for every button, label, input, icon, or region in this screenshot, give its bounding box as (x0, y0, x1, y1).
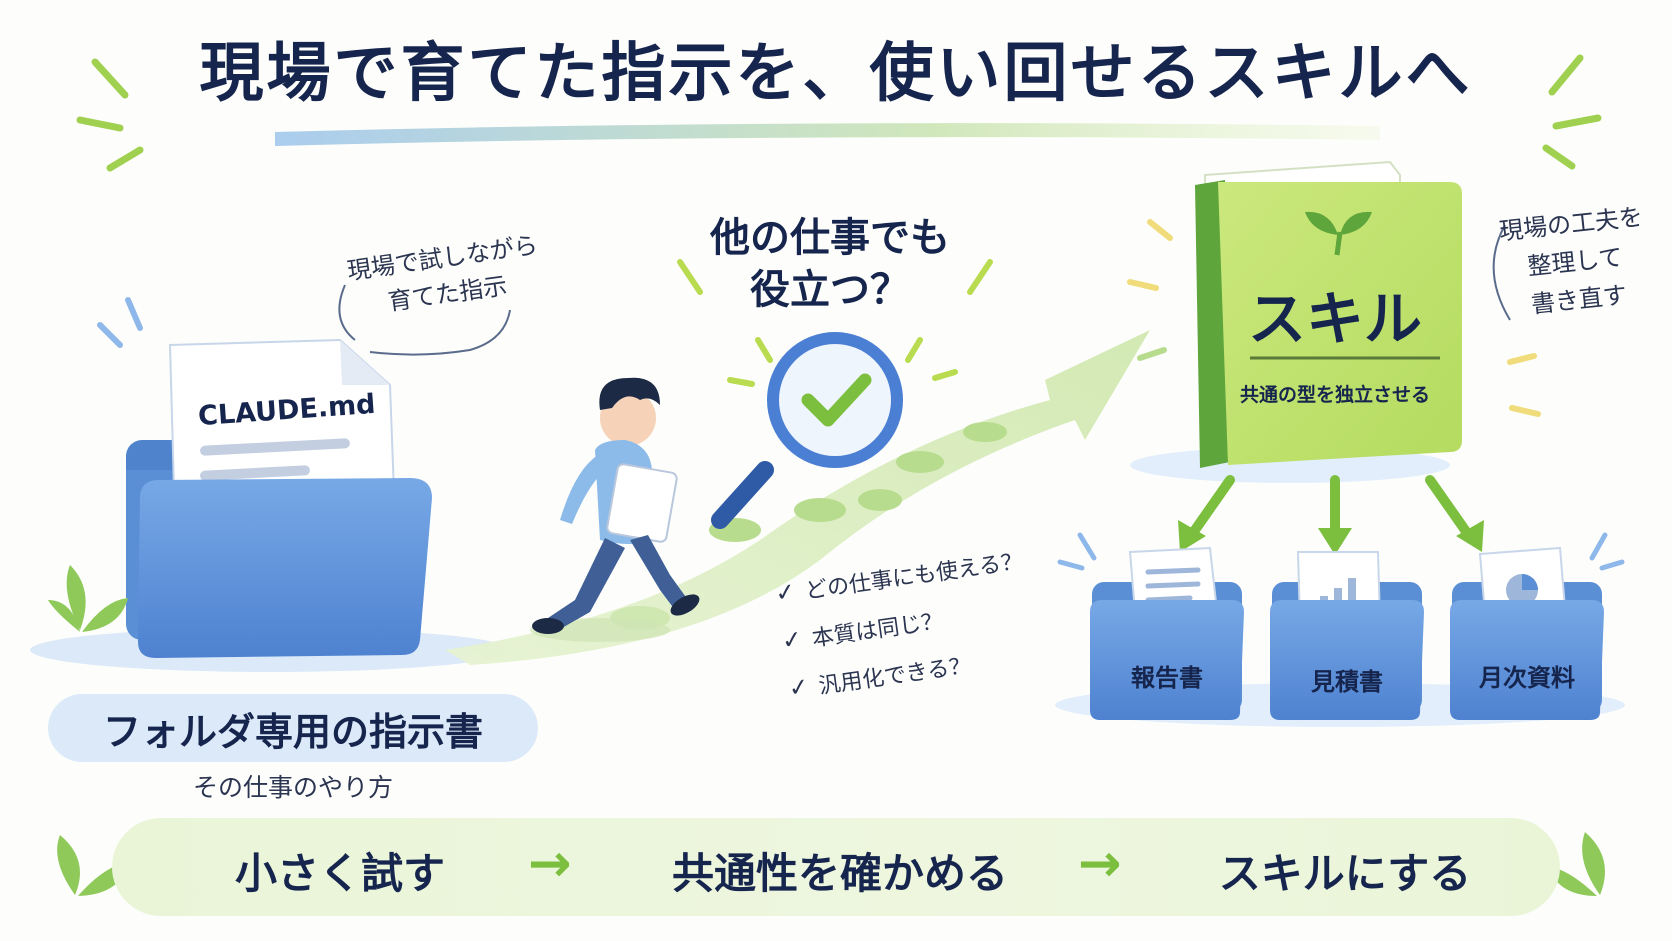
folder-front (138, 478, 432, 658)
step-arrow-icon: → (528, 834, 572, 894)
book-icon (1195, 160, 1462, 468)
arrow-icon (1190, 475, 1470, 535)
sprout-icon (48, 565, 128, 632)
right-note: 現場の工夫を 整理して 書き直す (1494, 197, 1655, 326)
left-label-sub: その仕事のやり方 (192, 773, 393, 802)
note-curve-left (369, 309, 511, 356)
note-tail-left (338, 284, 356, 341)
skill-book-title: スキル (1247, 285, 1422, 353)
output-folder-icon-3 (1450, 546, 1604, 720)
bottom-sprout-right (1548, 832, 1605, 896)
pie-chart-icon (1506, 574, 1538, 606)
left-label-main: フォルダ専用の指示書 (48, 694, 538, 762)
output-folder-icon-1 (1090, 546, 1244, 720)
magnifier-sparkles (677, 259, 993, 387)
output-label-monthly: 月次資料 (1479, 664, 1575, 692)
title-sparkles (76, 54, 1602, 172)
process-bar (112, 818, 1560, 916)
check-icon: ✓ (780, 624, 804, 656)
folder-sparkles (97, 297, 143, 348)
step-arrow-icon: → (1078, 834, 1122, 894)
magnifier-check-icon (711, 332, 903, 529)
person-walking-icon (530, 377, 700, 642)
output-label-estimate: 見積書 (1311, 668, 1383, 696)
step-2: 共通性を確かめる (671, 849, 1008, 898)
title-underline (275, 123, 1380, 146)
small-folder-sparkles (1057, 532, 1625, 571)
question-title: 他の仕事でも 役立つ？ (690, 212, 970, 316)
output-label-report: 報告書 (1131, 664, 1203, 692)
step-3: スキルにする (1218, 849, 1472, 898)
output-folder-icon-2 (1270, 551, 1424, 720)
question-line2: 役立つ？ (750, 267, 910, 313)
question-line1: 他の仕事でも (710, 215, 950, 261)
page-title: 現場で育てた指示を、使い回せるスキルへ (199, 37, 1473, 111)
book-sparkles (1127, 219, 1541, 417)
skill-book-subtitle: 共通の型を独立させる (1239, 384, 1430, 406)
note-curve-right (1492, 224, 1511, 321)
check-icon: ✓ (773, 577, 798, 608)
check-icon: ✓ (786, 672, 811, 703)
book-sprout-icon (1305, 211, 1372, 256)
arrow-heads (1178, 520, 1484, 555)
step-1: 小さく試す (234, 849, 445, 898)
